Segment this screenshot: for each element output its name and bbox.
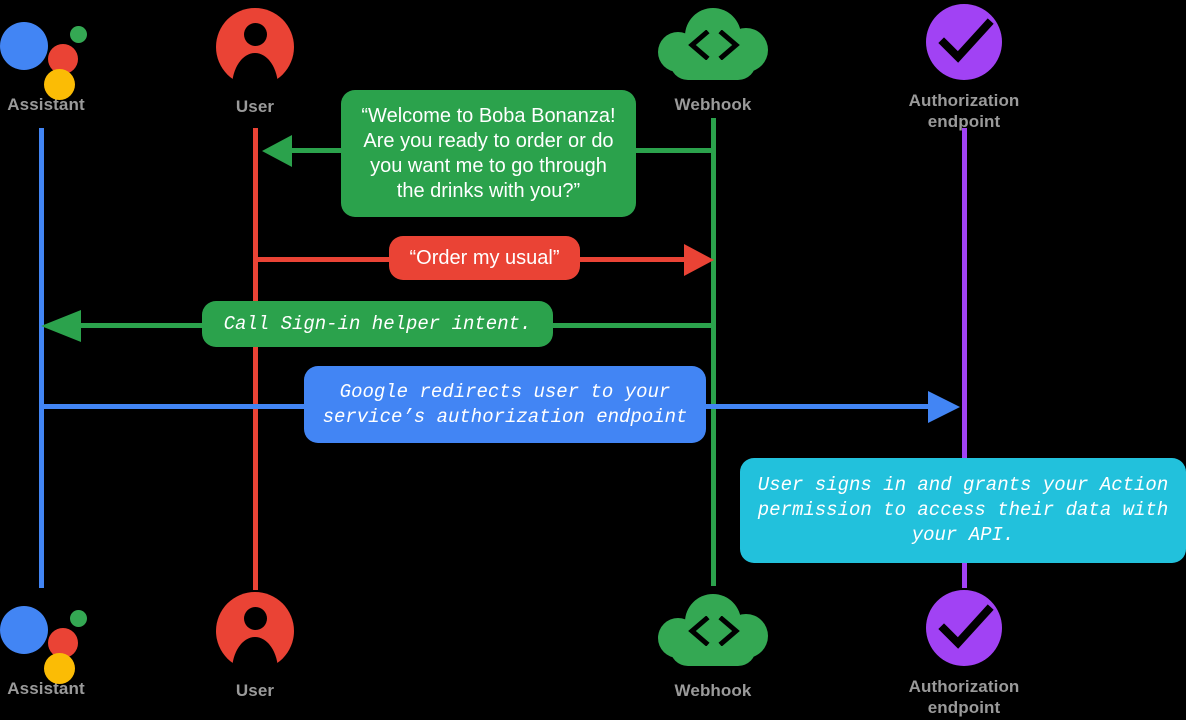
cloud-code-icon bbox=[658, 8, 768, 82]
message-bubble-welcome: “Welcome to Boba Bonanza! Are you ready … bbox=[341, 90, 636, 217]
purple-checkmark-icon bbox=[926, 4, 1002, 80]
message-line-redirect-left bbox=[39, 404, 307, 409]
actor-webhook-top: Webhook bbox=[658, 8, 768, 115]
google-assistant-icon-bottom bbox=[0, 598, 92, 684]
message-arrow-order bbox=[684, 244, 714, 276]
assistant-dot-blue bbox=[0, 606, 48, 654]
message-line-redirect-right bbox=[705, 404, 929, 409]
lifeline-assistant bbox=[39, 128, 44, 588]
actor-auth-bottom: Authorization endpoint bbox=[886, 590, 1042, 718]
message-bubble-redirect: Google redirects user to your service’s … bbox=[304, 366, 706, 443]
actor-label-webhook-bottom: Webhook bbox=[674, 681, 752, 700]
google-assistant-icon bbox=[0, 14, 92, 100]
cloud-base bbox=[670, 630, 756, 666]
actor-assistant-top: Assistant bbox=[0, 14, 92, 115]
actor-user-bottom: User bbox=[216, 592, 294, 701]
actor-webhook-bottom: Webhook bbox=[658, 594, 768, 701]
lifeline-auth bbox=[962, 128, 967, 588]
cloud-base bbox=[670, 44, 756, 80]
lifeline-webhook bbox=[711, 118, 716, 586]
actor-label-webhook: Webhook bbox=[674, 95, 752, 114]
actor-label-assistant-bottom: Assistant bbox=[7, 679, 85, 698]
checkmark-glyph bbox=[938, 18, 994, 63]
message-bubble-signin: Call Sign-in helper intent. bbox=[202, 301, 553, 347]
auth-circle bbox=[926, 4, 1002, 80]
actor-label-assistant: Assistant bbox=[7, 95, 85, 114]
message-line-order-left bbox=[255, 257, 390, 262]
actor-user-top: User bbox=[216, 8, 294, 117]
message-bubble-signs-in: User signs in and grants your Action per… bbox=[740, 458, 1186, 563]
user-head bbox=[243, 23, 267, 46]
message-line-welcome-left bbox=[290, 148, 342, 153]
actor-label-user: User bbox=[235, 97, 275, 116]
assistant-dot-yellow bbox=[44, 653, 75, 684]
code-brackets-glyph bbox=[688, 616, 740, 646]
message-bubble-order: “Order my usual” bbox=[389, 236, 580, 280]
message-line-signin-right bbox=[552, 323, 714, 328]
user-avatar-icon-bottom bbox=[216, 592, 294, 671]
cloud-code-icon-bottom bbox=[658, 594, 768, 668]
lifeline-user bbox=[253, 128, 258, 590]
message-line-order-right bbox=[580, 257, 685, 262]
message-line-welcome bbox=[636, 148, 714, 153]
message-arrow-welcome bbox=[262, 135, 292, 167]
assistant-dot-yellow bbox=[44, 69, 75, 100]
assistant-dot-green bbox=[70, 26, 87, 43]
actor-label-auth-bottom: Authorization endpoint bbox=[908, 677, 1020, 717]
actor-label-user-bottom: User bbox=[235, 681, 275, 700]
user-avatar-icon bbox=[216, 8, 294, 87]
message-arrow-signin bbox=[41, 310, 81, 342]
assistant-dot-green bbox=[70, 610, 87, 627]
actor-auth-top: Authorization endpoint bbox=[886, 4, 1042, 132]
checkmark-glyph bbox=[938, 604, 994, 649]
message-arrow-redirect bbox=[928, 391, 960, 423]
actor-label-auth: Authorization endpoint bbox=[908, 91, 1020, 131]
code-brackets-glyph bbox=[688, 30, 740, 60]
user-head bbox=[243, 607, 267, 630]
assistant-dot-blue bbox=[0, 22, 48, 70]
auth-circle bbox=[926, 590, 1002, 666]
actor-assistant-bottom: Assistant bbox=[0, 598, 92, 699]
message-line-signin-left bbox=[80, 323, 202, 328]
purple-checkmark-icon-bottom bbox=[926, 590, 1002, 666]
